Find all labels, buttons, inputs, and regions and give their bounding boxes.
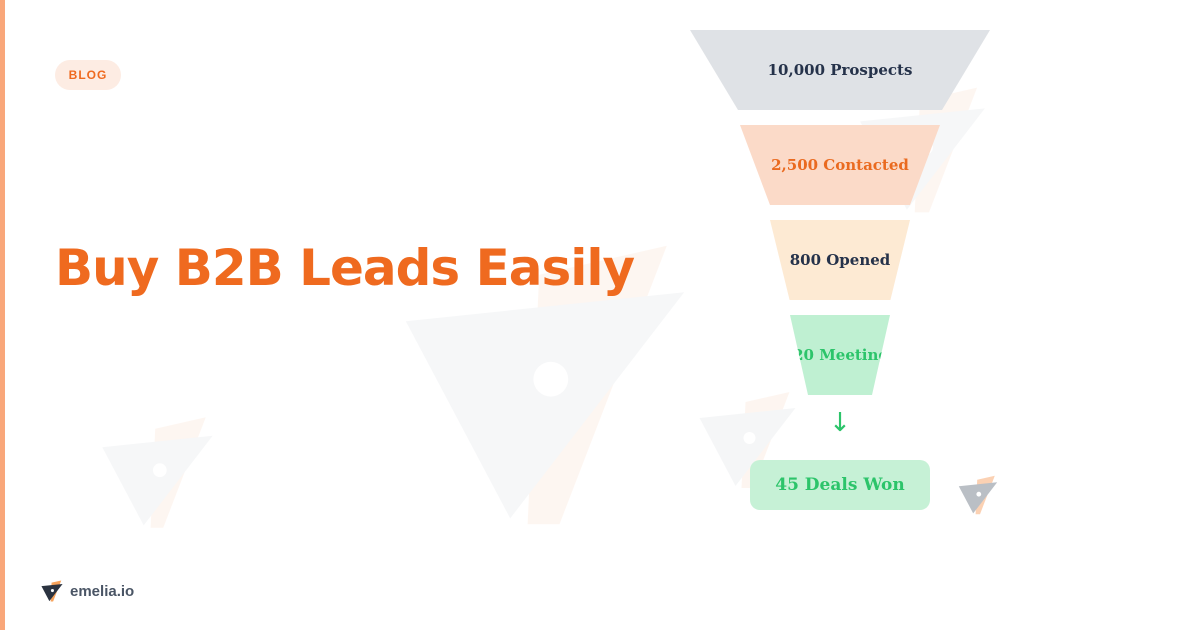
funnel-stage-meetings: 120 Meetings xyxy=(790,315,890,395)
brand-footer: emelia.io xyxy=(40,580,134,602)
deals-won-box: 45 Deals Won xyxy=(750,460,930,510)
watermark-logo-icon xyxy=(958,475,998,515)
funnel-stage-prospects: 10,000 Prospects xyxy=(690,30,990,110)
watermark-logo-icon xyxy=(405,245,685,525)
blog-badge: BLOG xyxy=(55,60,121,90)
funnel-stage-contacted: 2,500 Contacted xyxy=(740,125,940,205)
page-title: Buy B2B Leads Easily xyxy=(55,239,635,297)
down-arrow-icon: ↓ xyxy=(829,408,851,438)
left-accent-bar xyxy=(0,0,5,630)
watermark-logo-icon xyxy=(102,417,213,528)
brand-name: emelia.io xyxy=(70,582,135,600)
funnel-stage-opened: 800 Opened xyxy=(770,220,910,300)
funnel-stage-meetings-label: 120 Meetings xyxy=(782,346,898,364)
sales-funnel: 10,000 Prospects 2,500 Contacted 800 Ope… xyxy=(690,30,990,520)
emelia-logo-icon xyxy=(41,580,63,602)
